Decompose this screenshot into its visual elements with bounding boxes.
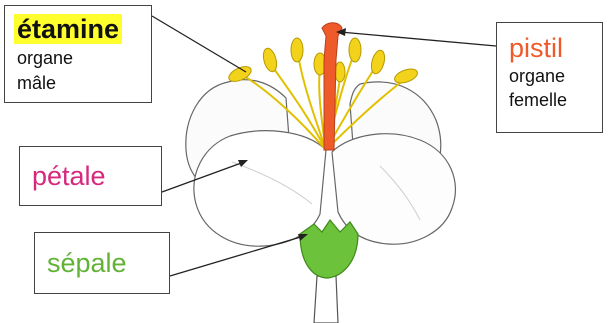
label-box-sepale: sépale bbox=[34, 232, 170, 294]
sepal-shape bbox=[300, 220, 358, 278]
label-pistil-line2: femelle bbox=[509, 89, 602, 111]
label-etamine-title: étamine bbox=[14, 14, 122, 44]
label-etamine-line2: mâle bbox=[17, 72, 151, 94]
anther bbox=[291, 38, 303, 62]
anther bbox=[261, 47, 279, 73]
leader-line-pistil bbox=[340, 32, 496, 46]
label-box-pistil: pistil organe femelle bbox=[496, 22, 603, 133]
leader-line-etamine bbox=[152, 16, 246, 72]
label-pistil-line1: organe bbox=[509, 65, 602, 87]
anther bbox=[335, 62, 345, 82]
label-pistil-title: pistil bbox=[509, 33, 563, 63]
flower-stem bbox=[314, 276, 338, 323]
label-etamine-line1: organe bbox=[17, 47, 151, 69]
label-box-petale: pétale bbox=[19, 146, 162, 206]
stamen-anthers bbox=[227, 38, 420, 86]
label-box-etamine: étamine organe mâle bbox=[4, 5, 152, 103]
label-petale-title: pétale bbox=[32, 161, 106, 191]
anther bbox=[393, 66, 420, 85]
anther bbox=[349, 38, 361, 62]
label-sepale-title: sépale bbox=[47, 248, 127, 278]
